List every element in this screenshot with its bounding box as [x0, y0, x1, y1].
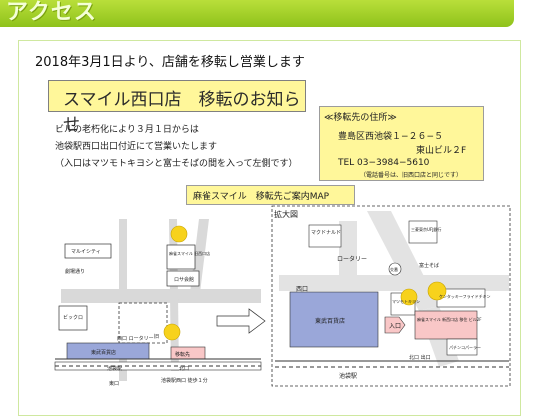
- label-koban: 交番: [390, 266, 398, 272]
- label-marui: マルイシティ: [71, 249, 101, 255]
- notice-line-3: （入口はマツモトキヨシと富士そばの間を入って左側です）: [55, 159, 298, 169]
- label-old-store: 麻雀スマイル 旧西口店: [169, 250, 210, 256]
- notice-line-1: ビルの老朽化により３月１日からは: [55, 125, 199, 135]
- label-mcdonalds: マクドナルド: [311, 230, 341, 236]
- left-map: マルイシティ 劇場通り ロサ会館 ビックロ 麻雀スマイル 旧西口店 西口 ロータ…: [54, 216, 262, 405]
- map-title-box: 麻雀スマイル 移転先ご案内MAP: [186, 185, 355, 205]
- road: [339, 221, 357, 286]
- label-tobu-r: 東武百貨店: [315, 317, 345, 325]
- road: [61, 289, 261, 303]
- building-mcdonalds: [308, 224, 342, 248]
- label-pachinko: パチンコパーラー: [449, 344, 481, 350]
- label-tobu: 東武百貨店: [91, 349, 116, 356]
- address-heading: ≪移転先の住所≫: [324, 113, 397, 123]
- label-bic: ビックロ: [63, 314, 83, 321]
- label-north-exit-r: 北口 出口: [409, 354, 431, 361]
- building-ufj: [408, 220, 438, 244]
- label-new-store: 麻雀スマイル 新西口店 移住 ビル2F: [417, 316, 482, 322]
- entrance-marker: [384, 316, 406, 334]
- label-rotary-r: ロータリー: [337, 255, 367, 263]
- address-line-1: 豊島区西池袋１−２６−５: [338, 132, 444, 142]
- building-old-store: [166, 244, 196, 270]
- notice-banner: スマイル西口店 移転のお知らせ: [48, 80, 306, 135]
- address-tel-note: （電話番号は、旧西口店と同じです）: [360, 172, 463, 179]
- label-rotary: 西口 ロータリー: [117, 335, 154, 342]
- road: [279, 275, 509, 291]
- label-gekijo: 劇場通り: [65, 268, 85, 275]
- label-new-location: 移転先: [175, 351, 190, 358]
- notice-line-2: 池袋駅西口出口付近にて営業いたします: [55, 142, 218, 152]
- label-station: 池袋駅: [107, 365, 122, 372]
- label-ikebukuro-r: 池袋駅: [339, 372, 357, 380]
- label-kfc: ケンタッキーフライドチキン: [439, 293, 491, 299]
- content-panel: 2018年3月1日より、店舗を移転し営業します スマイル西口店 移転のお知らせ …: [18, 40, 521, 416]
- building-marui: [64, 243, 112, 259]
- zoom-area: [118, 302, 168, 344]
- smiley-marker-new-icon: [163, 323, 181, 341]
- smiley-marker-zoom2-icon: [400, 288, 418, 306]
- map-title: 麻雀スマイル 移転先ご案内MAP: [193, 192, 330, 202]
- label-fujisoba: 富士そば: [419, 262, 439, 269]
- lead-text: 2018年3月1日より、店舗を移転し営業します: [35, 55, 305, 70]
- label-walk: 池袋駅西口 徒歩１分: [161, 377, 208, 384]
- access-map: マルイシティ 劇場通り ロサ会館 ビックロ 麻雀スマイル 旧西口店 西口 ロータ…: [54, 205, 511, 405]
- label-east-exit: 東口: [109, 380, 119, 387]
- building-tobu-large: [289, 291, 379, 348]
- label-ufj: 三菱東京UFJ銀行: [411, 226, 441, 232]
- right-map: 拡大図 マクドナルド ロータリー 交番 三菱東京UFJ銀行: [271, 205, 511, 387]
- address-line-2: 東山ビル２F: [416, 146, 467, 156]
- new-store-building: [414, 310, 478, 340]
- building-bic: [58, 305, 88, 331]
- smiley-marker-zoom-icon: [427, 281, 447, 301]
- notice-title: スマイル西口店 移転のお知らせ: [63, 90, 301, 135]
- section-header: アクセス: [0, 0, 514, 27]
- label-old: 旧: [154, 333, 159, 340]
- label-entrance: 入口: [389, 323, 401, 330]
- building-rosa: [166, 270, 200, 287]
- address-tel: TEL 03−3984−5610: [338, 158, 430, 168]
- address-box: ≪移転先の住所≫ 豊島区西池袋１−２６−５ 東山ビル２F TEL 03−3984…: [319, 106, 484, 181]
- police-box-icon: [388, 262, 402, 276]
- arrow-icon: [216, 308, 266, 334]
- section-title: アクセス: [6, 0, 97, 25]
- label-rosa: ロサ会館: [174, 276, 194, 283]
- smiley-marker-old-icon: [170, 225, 188, 243]
- label-west-exit: 西口: [296, 286, 308, 293]
- label-matsukiyo: マツモトキヨシ: [392, 299, 420, 304]
- building-pachinko: [446, 338, 478, 356]
- zoom-heading: 拡大図: [274, 209, 298, 219]
- label-north-exit: 北口: [179, 365, 189, 372]
